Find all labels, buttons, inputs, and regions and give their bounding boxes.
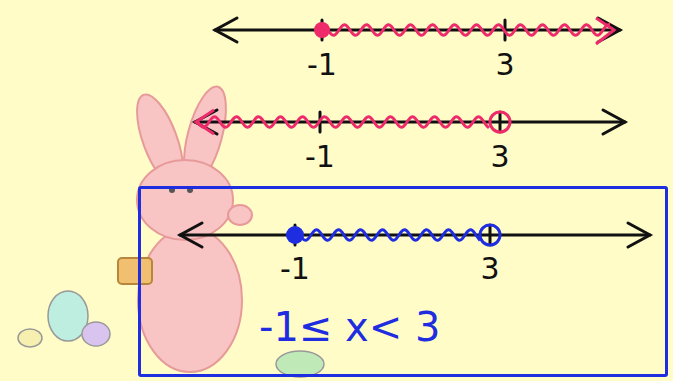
- tick-label: -1: [307, 50, 337, 80]
- open-circle: [490, 112, 510, 132]
- closed-dot: [314, 22, 330, 38]
- number-line: [180, 223, 650, 247]
- solution-shading: [328, 25, 610, 36]
- tick-label: 3: [490, 142, 509, 172]
- tick-label: -1: [280, 254, 310, 284]
- easter-egg: [82, 322, 110, 346]
- tick-label: 3: [480, 254, 499, 284]
- shading-arrow: [596, 18, 614, 44]
- number-line: [195, 110, 625, 134]
- inequality-text: -1≤ x< 3: [259, 307, 440, 347]
- shading-arrow: [196, 110, 214, 134]
- closed-dot: [286, 226, 304, 244]
- easter-egg: [276, 351, 324, 377]
- tick-label: -1: [305, 142, 335, 172]
- bunny-illustration: [128, 82, 252, 372]
- solution-shading: [198, 117, 489, 128]
- open-circle: [480, 225, 500, 245]
- number-line: [215, 18, 620, 42]
- easter-egg: [18, 329, 42, 347]
- solution-shading: [300, 230, 480, 241]
- basket: [118, 258, 152, 284]
- tick-label: 3: [495, 50, 514, 80]
- answer-box: -1≤ x< 3: [138, 186, 668, 377]
